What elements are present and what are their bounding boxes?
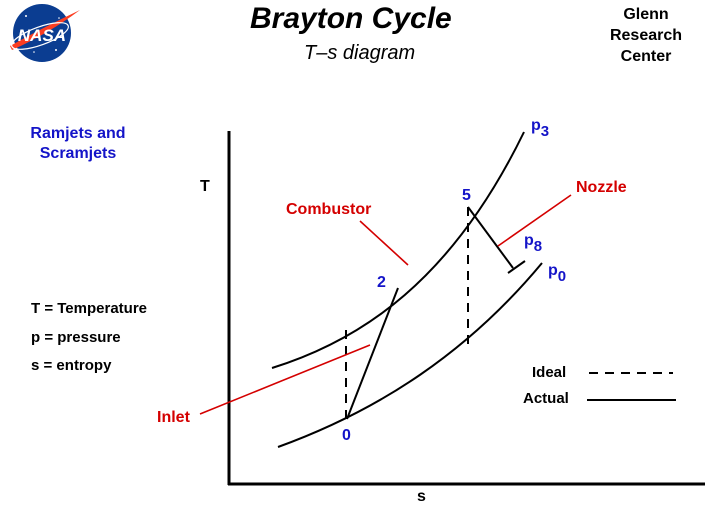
page-subtitle: T–s diagram [304, 42, 416, 64]
x-axis-label: s [417, 488, 426, 505]
nasa-logo-text: NASA [18, 26, 66, 45]
inlet-pointer [199, 344, 371, 415]
inlet-label: Inlet [157, 409, 190, 426]
point-label-5: 5 [462, 187, 471, 204]
engine-type-label: Ramjets and Scramjets [30, 125, 126, 162]
actual-expansion-line [467, 206, 514, 269]
nozzle-label: Nozzle [576, 179, 627, 196]
pressure-label-p3-sub: 3 [540, 123, 550, 140]
y-axis-label: T [200, 178, 210, 195]
pressure-label-p8-sub: 8 [533, 238, 543, 255]
legend-ideal-label: Ideal [532, 364, 567, 381]
center-line-3: Center [620, 48, 672, 65]
nasa-logo: NASA [4, 2, 82, 64]
combustor-label: Combustor [286, 201, 372, 218]
page-title: Brayton Cycle [250, 2, 452, 35]
pressure-label-p0: p0 [548, 262, 566, 285]
pressure-label-p0-base: p [548, 262, 558, 279]
center-line-1: Glenn [623, 6, 669, 23]
pressure-label-p0-sub: 0 [557, 268, 567, 285]
p8-isobar-segment [507, 260, 526, 274]
point-label-0: 0 [342, 427, 351, 444]
pressure-label-p8-base: p [524, 232, 534, 249]
pressure-label-p3-base: p [531, 117, 541, 134]
nasa-meatball-icon: NASA [10, 4, 80, 62]
definition-pressure: p = pressure [31, 329, 121, 346]
p3-isobar [271, 131, 525, 369]
point-label-2: 2 [377, 274, 386, 291]
p0-isobar [277, 262, 543, 448]
definition-entropy: s = entropy [31, 357, 112, 374]
center-line-2: Research [609, 27, 683, 44]
center-name: Glenn Research Center [598, 4, 694, 67]
actual-compression-line [346, 287, 399, 420]
pressure-label-p8: p8 [524, 232, 542, 255]
combustor-pointer [359, 220, 409, 266]
nozzle-pointer [497, 194, 572, 247]
definition-temperature: T = Temperature [31, 300, 148, 317]
pressure-label-p3: p3 [531, 117, 549, 140]
legend-actual-label: Actual [523, 390, 569, 407]
